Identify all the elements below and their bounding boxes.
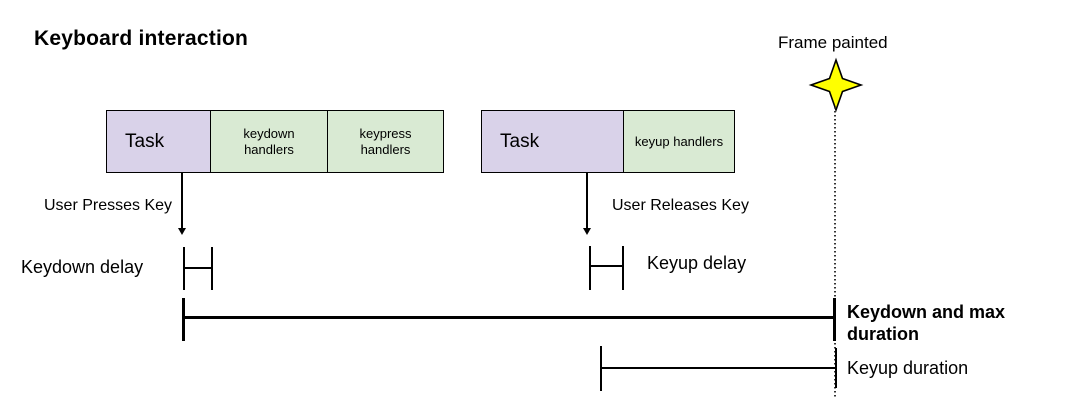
keyup-duration-start-cap [600,346,602,391]
task-cell: Task [106,110,211,173]
keydown-duration-end-cap [833,298,836,341]
down-arrowhead-icon [583,228,591,235]
user-press-arrow-line [181,173,183,229]
down-arrowhead-icon [178,228,186,235]
keydown-task-block: Task keydown handlers keypress handlers [106,110,444,173]
frame-painted-star-icon [808,57,864,113]
keydown-duration-line [184,316,835,319]
frame-painted-label: Frame painted [778,33,888,52]
keydown-duration-start-cap [182,298,185,341]
user-releases-key-label: User Releases Key [612,197,749,214]
keypress-handlers-cell: keypress handlers [327,110,444,173]
keyup-delay-end-tick [622,246,624,290]
task-cell: Task [481,110,624,173]
keydown-duration-label: Keydown and max duration [847,302,1006,344]
keyup-delay-start-tick [589,246,591,290]
keydown-handlers-cell: keydown handlers [210,110,328,173]
keyup-duration-line [600,367,836,369]
keydown-delay-interval-line [184,267,212,269]
keyup-duration-end-cap [835,348,837,388]
frame-paint-marker-line [834,107,836,397]
keydown-delay-end-tick [211,247,213,290]
keyup-handlers-cell: keyup handlers [623,110,735,173]
diagram-title: Keyboard interaction [34,27,249,50]
user-release-arrow-line [586,173,588,229]
keyup-duration-label: Keyup duration [847,358,969,378]
keyup-delay-interval-line [590,265,623,267]
keyup-delay-label: Keyup delay [647,253,747,273]
user-presses-key-label: User Presses Key [44,197,173,214]
keydown-delay-label: Keydown delay [21,257,144,277]
keyup-task-block: Task keyup handlers [481,110,735,173]
